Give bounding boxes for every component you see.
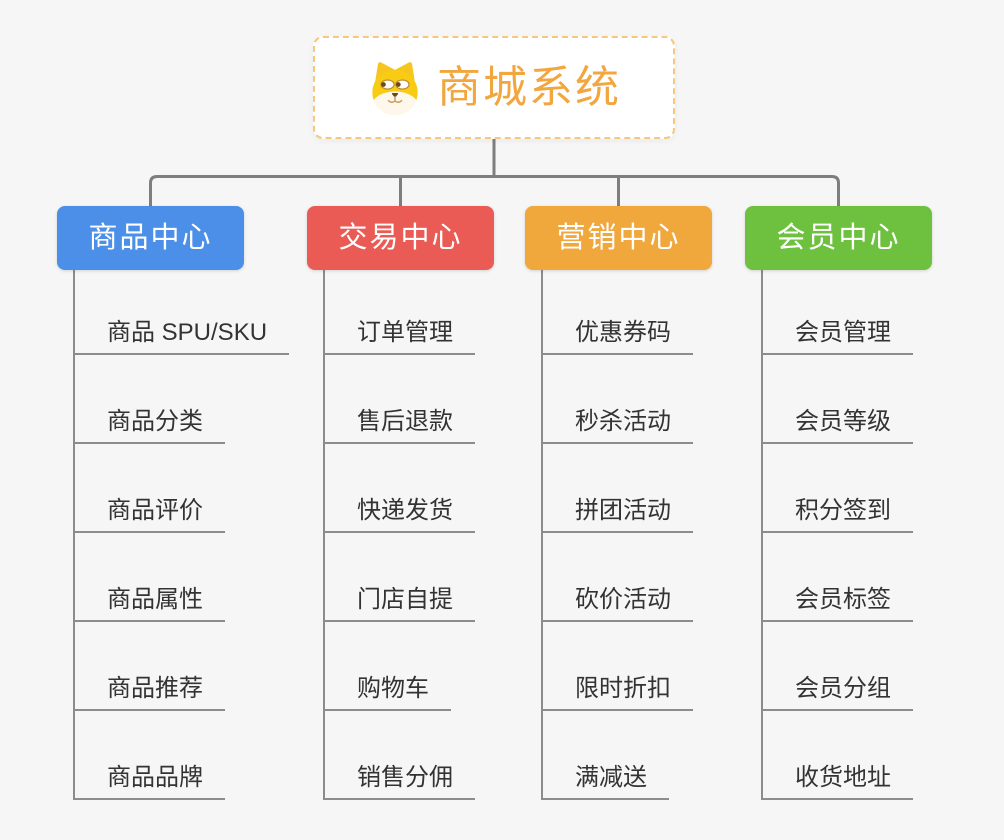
leaf-topic[interactable]: 砍价活动: [543, 533, 693, 622]
root-title: 商城系统: [437, 62, 621, 112]
leaf-topic[interactable]: 购物车: [325, 622, 475, 711]
leaf-topic[interactable]: 商品分类: [75, 355, 289, 444]
branch-label: 营销中心: [556, 221, 681, 254]
branch-node-marketing-center[interactable]: 营销中心: [525, 206, 712, 270]
branch-label: 商品中心: [88, 221, 213, 254]
leaf-topic[interactable]: 商品品牌: [75, 711, 289, 800]
branch-member-children: 会员管理 会员等级 积分签到 会员标签 会员分组 收货地址: [761, 270, 913, 800]
leaf-topic[interactable]: 优惠券码: [543, 270, 693, 355]
leaf-topic[interactable]: 秒杀活动: [543, 355, 693, 444]
leaf-topic[interactable]: 商品 SPU/SKU: [75, 270, 290, 355]
branch-node-product-center[interactable]: 商品中心: [57, 206, 244, 270]
leaf-topic[interactable]: 会员管理: [763, 270, 913, 355]
leaf-topic[interactable]: 积分签到: [763, 444, 913, 533]
leaf-topic[interactable]: 销售分佣: [325, 711, 475, 800]
leaf-topic[interactable]: 拼团活动: [543, 444, 693, 533]
leaf-topic[interactable]: 门店自提: [325, 533, 475, 622]
branch-product-children: 商品 SPU/SKU 商品分类 商品评价 商品属性 商品推荐 商品品牌: [73, 270, 290, 800]
root-node[interactable]: 商城系统: [313, 36, 675, 139]
branch-marketing-children: 优惠券码 秒杀活动 拼团活动 砍价活动 限时折扣 满减送: [541, 270, 693, 800]
leaf-topic[interactable]: 商品评价: [75, 444, 289, 533]
branch-node-trade-center[interactable]: 交易中心: [307, 206, 494, 270]
leaf-topic[interactable]: 限时折扣: [543, 622, 693, 711]
shiba-dog-icon: [372, 61, 418, 115]
branch-trade-children: 订单管理 售后退款 快递发货 门店自提 购物车 销售分佣: [323, 270, 475, 800]
leaf-topic[interactable]: 商品属性: [75, 533, 289, 622]
leaf-topic[interactable]: 会员分组: [763, 622, 913, 711]
branch-rail-line: [149, 175, 840, 207]
leaf-topic[interactable]: 快递发货: [325, 444, 475, 533]
leaf-topic[interactable]: 收货地址: [763, 711, 913, 800]
branch-label: 会员中心: [776, 221, 901, 254]
leaf-topic[interactable]: 售后退款: [325, 355, 475, 444]
leaf-topic[interactable]: 会员标签: [763, 533, 913, 622]
branch-label: 交易中心: [338, 221, 463, 254]
branch-node-member-center[interactable]: 会员中心: [745, 206, 932, 270]
leaf-topic[interactable]: 订单管理: [325, 270, 475, 355]
leaf-topic[interactable]: 满减送: [543, 711, 693, 800]
leaf-topic[interactable]: 会员等级: [763, 355, 913, 444]
leaf-topic[interactable]: 商品推荐: [75, 622, 289, 711]
